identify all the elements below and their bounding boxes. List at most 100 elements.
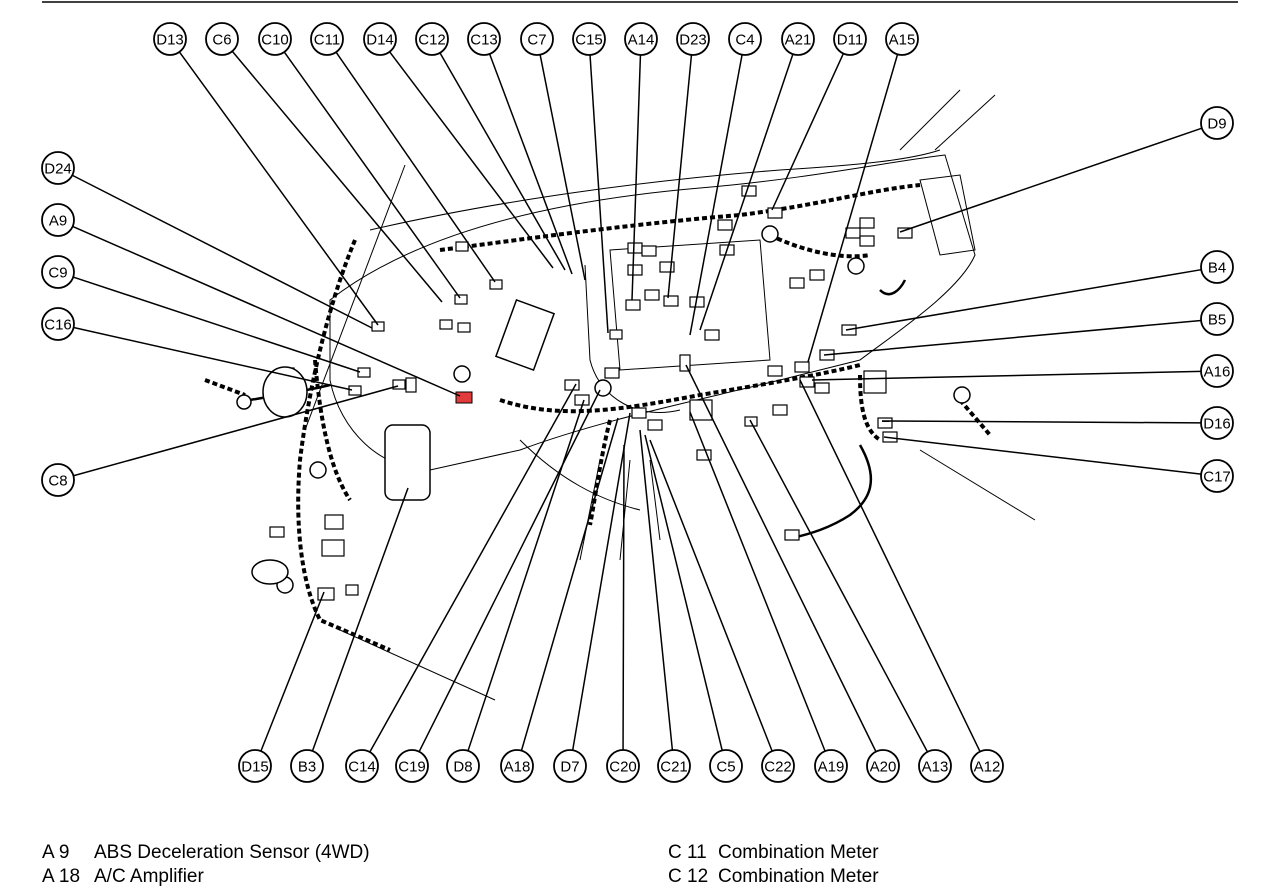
callout-text: A12	[974, 759, 1001, 776]
callout-text: A13	[922, 759, 949, 776]
callout-text: D23	[679, 32, 707, 49]
callout-d11: D11	[833, 22, 867, 56]
callout-d16: D16	[1200, 406, 1234, 440]
callout-circle	[41, 203, 75, 237]
callout-d15: D15	[238, 749, 272, 783]
leader-line-a15	[807, 54, 899, 363]
callout-text: C20	[609, 759, 637, 776]
callout-text: D13	[156, 32, 184, 49]
callout-c19: C19	[395, 749, 429, 783]
callout-text: A20	[870, 759, 897, 776]
callout-circle	[363, 22, 397, 56]
relay-blocks	[251, 299, 556, 585]
leader-line-d7	[571, 412, 631, 751]
callout-text: C5	[716, 759, 735, 776]
callout-circle	[1200, 406, 1234, 440]
leader-line-a14	[631, 54, 642, 301]
callout-text: A18	[504, 759, 531, 776]
callout-c14: C14	[345, 749, 379, 783]
callout-circle	[781, 22, 815, 56]
callout-text: D7	[560, 759, 579, 776]
instrument-panel-outline	[304, 89, 1036, 701]
callout-d13: D13	[153, 22, 187, 56]
callout-circle	[553, 749, 587, 783]
callout-c11: C11	[310, 22, 344, 56]
legend-row-right-2: C 12 Combination Meter	[668, 866, 879, 888]
callout-b5: B5	[1200, 302, 1234, 336]
callout-text: C10	[261, 32, 289, 49]
callout-text: D8	[453, 759, 472, 776]
callout-circle	[238, 749, 272, 783]
callout-circle	[814, 749, 848, 783]
callout-a20: A20	[866, 749, 900, 783]
callout-circle	[520, 22, 554, 56]
callout-text: C8	[48, 473, 67, 490]
leader-line-c16	[73, 326, 353, 391]
callout-text: C15	[575, 32, 603, 49]
wire-harness	[204, 183, 992, 652]
callout-circle	[395, 749, 429, 783]
callout-text: A21	[785, 32, 812, 49]
callout-text: D15	[241, 759, 269, 776]
callout-c9: C9	[41, 255, 75, 289]
callout-circle	[446, 749, 480, 783]
callout-text: A14	[628, 32, 655, 49]
callout-c16: C16	[41, 307, 75, 341]
leader-line-c4	[689, 54, 743, 336]
callout-circle	[918, 749, 952, 783]
callout-text: C21	[660, 759, 688, 776]
legend-description: Combination Meter	[718, 866, 879, 887]
leader-line-c12	[439, 52, 566, 271]
callout-text: C14	[348, 759, 376, 776]
callout-text: C22	[764, 759, 792, 776]
leader-line-a13	[749, 419, 929, 753]
callout-c8: C8	[41, 463, 75, 497]
callout-text: C19	[398, 759, 426, 776]
leader-line-c19	[418, 389, 601, 753]
callout-circle	[676, 22, 710, 56]
callout-c13: C13	[467, 22, 501, 56]
callout-circle	[345, 749, 379, 783]
legend-code: C 12	[668, 866, 709, 887]
leader-line-b4	[845, 268, 1202, 331]
callout-circle	[728, 22, 762, 56]
callout-circle	[1200, 302, 1234, 336]
callout-circle	[290, 749, 324, 783]
callout-text: A9	[49, 213, 67, 230]
callout-circle	[1200, 250, 1234, 284]
callout-c7: C7	[520, 22, 554, 56]
leader-line-c7	[539, 54, 586, 281]
callout-text: B4	[1208, 260, 1226, 277]
callout-circle	[41, 463, 75, 497]
callout-c12: C12	[415, 22, 449, 56]
callout-text: D16	[1203, 416, 1231, 433]
callout-circle	[572, 22, 606, 56]
leader-line-a18	[520, 417, 619, 751]
callout-text: B5	[1208, 312, 1226, 329]
callout-text: C12	[418, 32, 446, 49]
callout-circle	[866, 749, 900, 783]
leader-line-c9	[72, 276, 361, 373]
callout-circle	[970, 749, 1004, 783]
leader-line-c15	[589, 54, 609, 334]
callout-b4: B4	[1200, 250, 1234, 284]
callout-text: C9	[48, 265, 67, 282]
callout-circle	[833, 22, 867, 56]
highlighted-connector	[455, 391, 473, 404]
callout-c10: C10	[258, 22, 292, 56]
callout-text: C16	[44, 317, 72, 334]
callout-text: C4	[735, 32, 754, 49]
leader-line-b3	[311, 487, 409, 752]
callout-text: C11	[314, 32, 340, 49]
callout-c15: C15	[572, 22, 606, 56]
callout-text: A16	[1204, 364, 1231, 381]
callout-text: A15	[889, 32, 916, 49]
callout-circle	[310, 22, 344, 56]
callout-circle	[258, 22, 292, 56]
legend-description: Combination Meter	[718, 842, 879, 863]
callout-a15: A15	[885, 22, 919, 56]
callout-text: C6	[212, 32, 231, 49]
callout-text: D9	[1207, 116, 1226, 133]
callout-text: B3	[298, 759, 316, 776]
